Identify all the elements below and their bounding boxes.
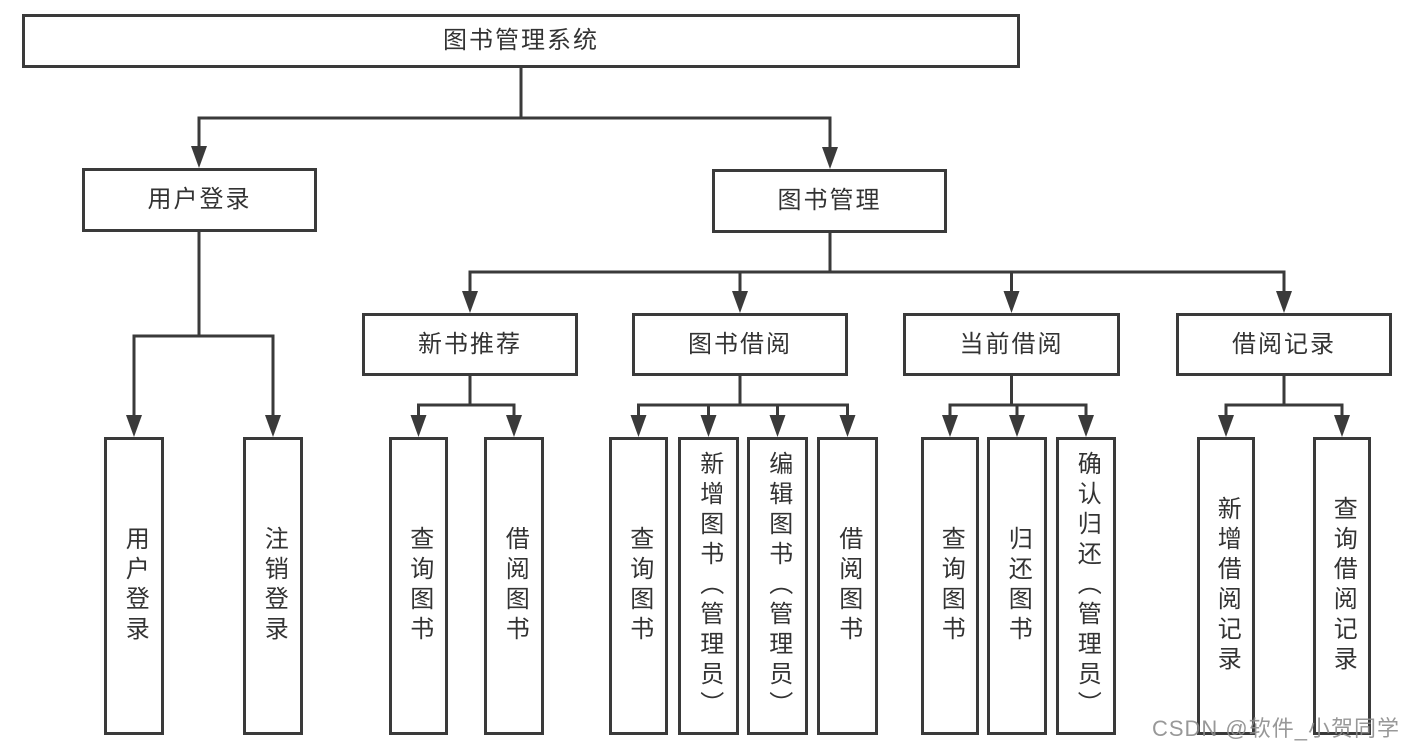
leaf-return-book: 归还图书 — [987, 437, 1047, 735]
leaf-borrow-books-2: 借阅图书 — [817, 437, 878, 735]
leaf-confirm-return-admin-label: 确认归还（管理员） — [1073, 451, 1101, 721]
leaf-query-borrow-record-label: 查询借阅记录 — [1329, 496, 1357, 676]
leaf-confirm-return-admin: 确认归还（管理员） — [1056, 437, 1116, 735]
leaf-borrow-books-2-label: 借阅图书 — [834, 526, 862, 646]
leaf-return-book-label: 归还图书 — [1004, 526, 1032, 646]
node-book-management-label: 图书管理 — [777, 187, 882, 214]
node-root: 图书管理系统 — [22, 14, 1020, 68]
watermark: CSDN @软件_小贺同学 — [1151, 716, 1400, 741]
node-book-borrow: 图书借阅 — [632, 313, 848, 376]
leaf-logout: 注销登录 — [243, 437, 303, 735]
leaf-add-book-admin: 新增图书（管理员） — [678, 437, 739, 735]
node-current-borrow-label: 当前借阅 — [959, 330, 1064, 358]
node-new-book-recommend: 新书推荐 — [362, 313, 578, 376]
leaf-query-books-recommend-label: 查询图书 — [405, 526, 433, 646]
node-borrow-records: 借阅记录 — [1176, 313, 1392, 376]
node-current-borrow: 当前借阅 — [903, 313, 1120, 376]
leaf-user-login: 用户登录 — [104, 437, 164, 735]
leaf-query-books-current: 查询图书 — [921, 437, 979, 735]
leaf-user-login-label: 用户登录 — [121, 526, 149, 646]
leaf-query-books-current-label: 查询图书 — [937, 526, 965, 646]
node-book-borrow-label: 图书借阅 — [688, 330, 792, 358]
leaf-add-book-admin-label: 新增图书（管理员） — [695, 451, 723, 721]
node-new-book-recommend-label: 新书推荐 — [418, 330, 522, 358]
node-root-label: 图书管理系统 — [443, 27, 599, 54]
leaf-borrow-books-recommend-label: 借阅图书 — [501, 526, 529, 646]
leaf-add-borrow-record: 新增借阅记录 — [1197, 437, 1255, 735]
leaf-logout-label: 注销登录 — [260, 526, 288, 646]
leaf-edit-book-admin: 编辑图书（管理员） — [747, 437, 808, 735]
leaf-query-books-borrow-label: 查询图书 — [625, 526, 653, 646]
leaf-query-books-borrow: 查询图书 — [609, 437, 668, 735]
node-borrow-records-label: 借阅记录 — [1232, 330, 1336, 358]
leaf-edit-book-admin-label: 编辑图书（管理员） — [764, 451, 792, 721]
leaf-query-books-recommend: 查询图书 — [389, 437, 448, 735]
node-book-management: 图书管理 — [712, 169, 947, 233]
leaf-borrow-books-recommend: 借阅图书 — [484, 437, 544, 735]
node-user-login-label: 用户登录 — [147, 186, 252, 213]
leaf-add-borrow-record-label: 新增借阅记录 — [1213, 496, 1241, 676]
leaf-query-borrow-record: 查询借阅记录 — [1313, 437, 1371, 735]
node-user-login: 用户登录 — [82, 168, 317, 232]
